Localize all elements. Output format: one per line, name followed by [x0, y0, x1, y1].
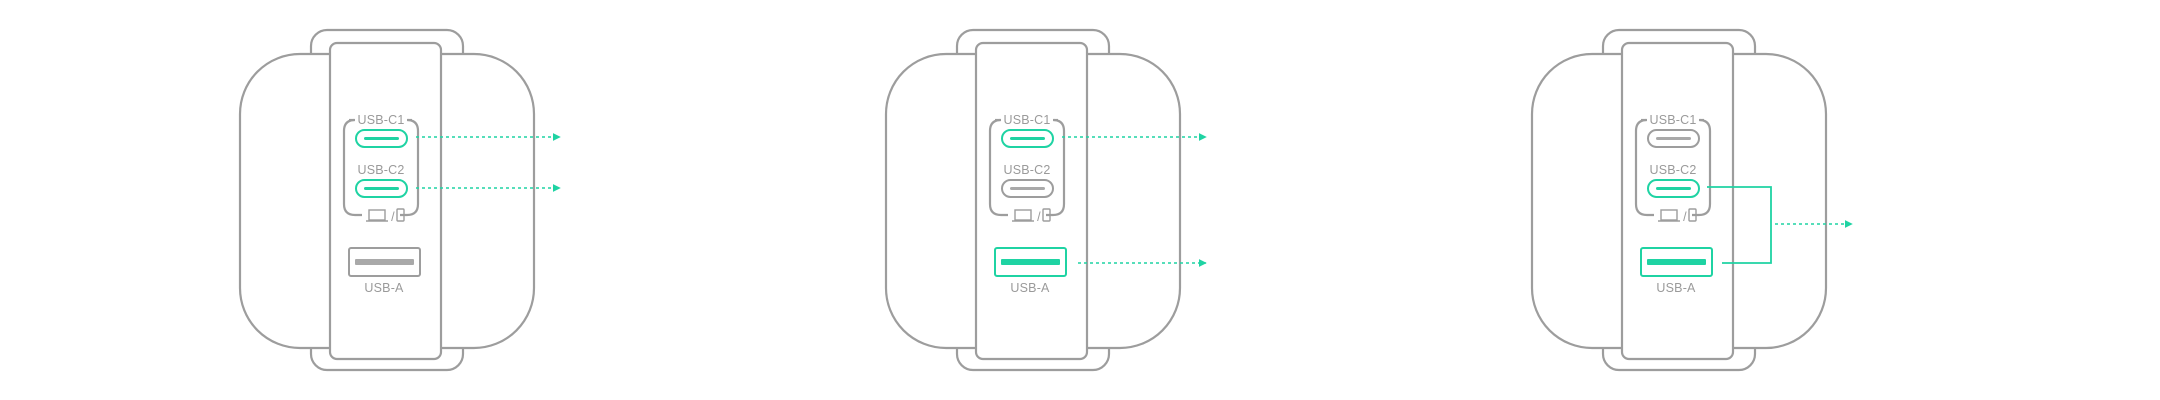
device-separator: / [391, 210, 395, 224]
charger-2-usb-c1-label: USB-C1 [1003, 113, 1050, 127]
phone-icon [1688, 208, 1697, 222]
laptop-icon [366, 209, 388, 222]
charger-3-usb-c1-label: USB-C1 [1649, 113, 1696, 127]
charger-3-front-panel [1620, 41, 1735, 361]
charger-2-front-panel [974, 41, 1089, 361]
charger-3-usb-a-slot [1647, 259, 1706, 265]
charger-2-usbc-bracket-right [1046, 118, 1066, 217]
charger-2-usb-a-label: USB-A [1010, 281, 1050, 295]
charger-2-device-icons: / [1012, 208, 1051, 224]
charger-2-usbc-bracket-left [988, 118, 1008, 217]
charger-3-combined-output [1707, 186, 1853, 264]
charger-1-usbc-bracket-left [342, 118, 362, 217]
charger-3-usb-c1-slot [1656, 137, 1691, 140]
phone-icon [396, 208, 405, 222]
charger-2: USB-C1 USB-C2 / USB-A [884, 28, 1207, 372]
charger-1-usb-c1-label: USB-C1 [357, 113, 404, 127]
charger-3-usbc-bracket-right [1692, 118, 1712, 217]
device-separator: / [1683, 210, 1687, 224]
charger-3: USB-C1 USB-C2 / USB-A [1530, 28, 1853, 372]
charger-1: USB-C1 USB-C2 / USB-A [238, 28, 561, 372]
charger-1-device-icons: / [366, 208, 405, 224]
charger-3-device-icons: / [1658, 208, 1697, 224]
laptop-icon [1012, 209, 1034, 222]
charger-2-usb-c2-label: USB-C2 [1003, 163, 1050, 177]
charger-3-usbc-bracket-left [1634, 118, 1654, 217]
charger-1-usbc-bracket-top-left [349, 118, 354, 122]
charger-3-combined-connector [1707, 186, 1772, 264]
charger-1-usb-a-label: USB-A [364, 281, 404, 295]
charger-3-usb-c2-slot [1656, 187, 1691, 190]
phone-icon [1042, 208, 1051, 222]
charger-1-usb-c1-slot [364, 137, 399, 140]
charger-2-usb-a-slot [1001, 259, 1060, 265]
charger-3-usb-c2-label: USB-C2 [1649, 163, 1696, 177]
charger-1-usb-c2-slot [364, 187, 399, 190]
charger-1-usb-a-slot [355, 259, 414, 265]
charger-3-usb-a-label: USB-A [1656, 281, 1696, 295]
charger-2-usb-c2-slot [1010, 187, 1045, 190]
device-separator: / [1037, 210, 1041, 224]
charger-2-usb-c1-slot [1010, 137, 1045, 140]
charger-1-usb-c2-label: USB-C2 [357, 163, 404, 177]
charger-1-usbc-bracket-right [400, 118, 420, 217]
laptop-icon [1658, 209, 1680, 222]
charger-1-front-panel [328, 41, 443, 361]
